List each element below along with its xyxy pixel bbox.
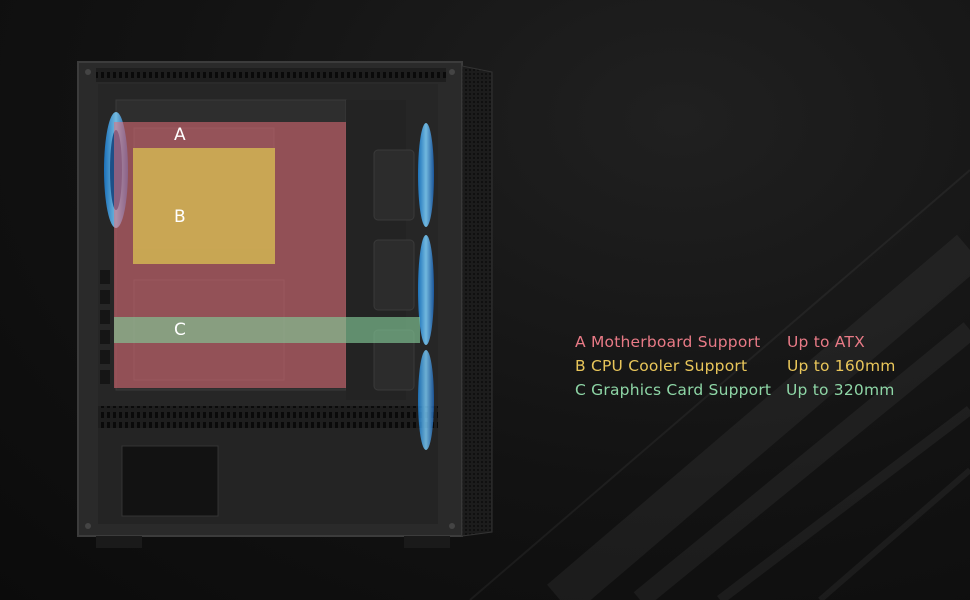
legend-a-value: Up to ATX [787,333,865,351]
legend-b-value: Up to 160mm [787,357,896,375]
zone-b-letter: B [174,207,186,227]
legend-c-value: Up to 320mm [786,381,895,399]
legend-a-name: A Motherboard Support [575,333,761,351]
zone-c-graphics-card-overlay [114,317,420,343]
zone-c-letter: C [174,320,186,340]
zone-b-cpu-cooler-overlay [133,148,275,264]
zone-a-letter: A [174,125,186,145]
legend-c-name: C Graphics Card Support [575,381,772,399]
legend-b-name: B CPU Cooler Support [575,357,748,375]
